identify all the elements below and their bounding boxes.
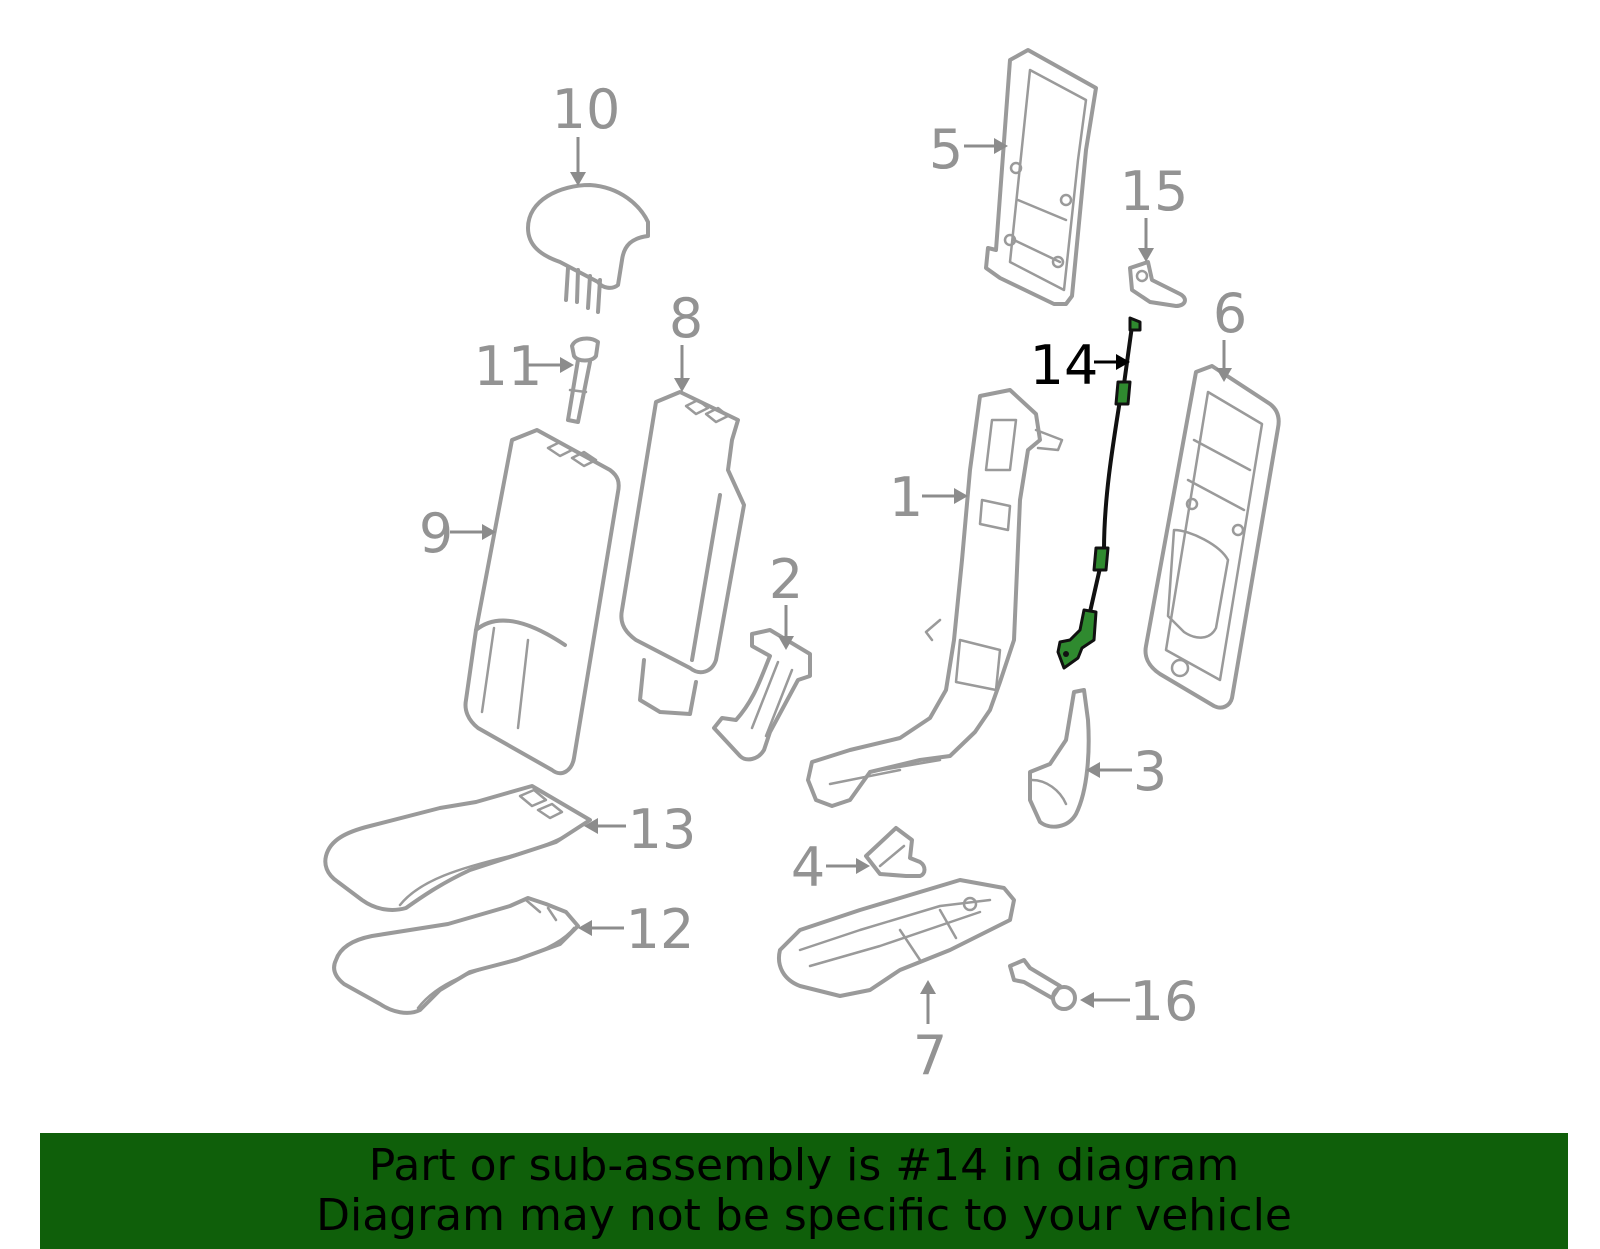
callout-15: 15 — [1120, 160, 1189, 223]
callout-6: 6 — [1213, 282, 1247, 345]
callout-2: 2 — [769, 548, 803, 611]
part-3-bracket[interactable] — [1028, 688, 1091, 829]
part-12-cushion-pad[interactable] — [332, 896, 580, 1015]
part-4-cap[interactable] — [864, 826, 927, 878]
banner-line-part: Part or sub-assembly is #14 in diagram — [368, 1140, 1240, 1191]
part-9-seatback-cover[interactable] — [463, 428, 621, 776]
callout-14: 14 — [1030, 334, 1099, 397]
callout-10: 10 — [552, 78, 621, 141]
callout-7: 7 — [913, 1024, 947, 1087]
part-5-side-panel[interactable] — [984, 48, 1098, 306]
callout-13: 13 — [628, 798, 697, 861]
part-1-seat-frame[interactable] — [806, 388, 1064, 808]
part-15-clip[interactable] — [1128, 260, 1187, 308]
callout-5: 5 — [929, 118, 963, 181]
callout-16: 16 — [1130, 970, 1199, 1033]
part-14-cable[interactable] — [1056, 316, 1142, 670]
callout-11: 11 — [474, 335, 543, 398]
part-13-cushion-cover[interactable] — [323, 784, 592, 912]
part-2-bracket[interactable] — [712, 628, 812, 762]
info-banner: Part or sub-assembly is #14 in diagram D… — [40, 1133, 1568, 1249]
part-6-side-panel[interactable] — [1143, 364, 1281, 710]
callout-9: 9 — [419, 502, 453, 565]
part-16-screw[interactable] — [1008, 958, 1077, 1011]
banner-line-disclaimer: Diagram may not be specific to your vehi… — [316, 1190, 1292, 1241]
callout-4: 4 — [791, 836, 825, 899]
part-7-seat-base[interactable] — [777, 878, 1016, 998]
callout-1: 1 — [889, 466, 923, 529]
part-8-seatback-pad[interactable] — [619, 390, 746, 716]
callout-12: 12 — [626, 898, 695, 961]
part-10-headrest[interactable] — [526, 183, 650, 314]
callout-3: 3 — [1133, 740, 1167, 803]
part-11-guide[interactable] — [566, 336, 600, 424]
callout-8: 8 — [669, 287, 703, 350]
